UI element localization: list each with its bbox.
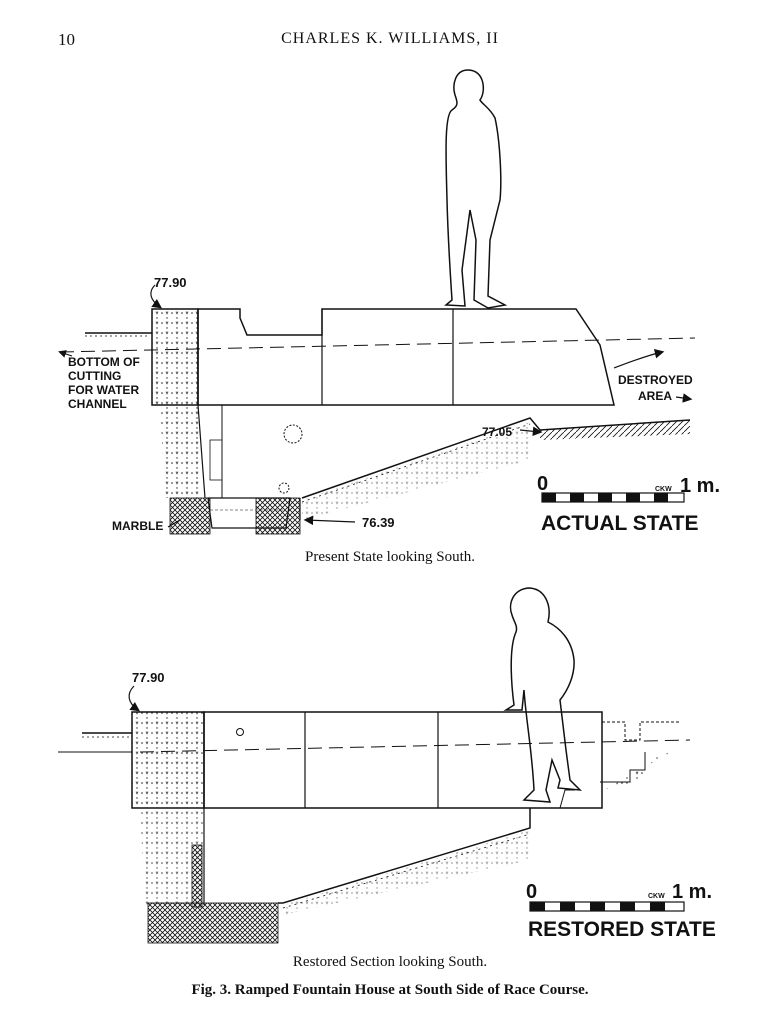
page-number: 10: [58, 30, 75, 49]
restored-section-drawing: [58, 587, 691, 944]
scale-initials-actual: CKW: [655, 486, 672, 493]
scale-initials-restored: CKW: [648, 893, 665, 900]
label-bottom-line-4: CHANNEL: [68, 397, 127, 411]
label-bottom-line-2: CUTTING: [68, 369, 121, 383]
scale-zero-restored: 0: [526, 881, 537, 903]
label-destroyed-line-1: DESTROYED: [618, 373, 693, 387]
scale-bar-actual: [541, 492, 685, 503]
scale-one-actual: 1 m.: [680, 475, 720, 497]
caption-present-state: Present State looking South.: [305, 549, 475, 565]
top-elevation-77-90: 77.90: [154, 275, 187, 290]
label-destroyed-line-2: AREA: [638, 389, 672, 403]
scale-title-restored: RESTORED STATE: [528, 918, 716, 941]
scale-one-restored: 1 m.: [672, 881, 712, 903]
running-title: CHARLES K. WILLIAMS, II: [281, 30, 499, 47]
top-elevation-77-05: 77.05: [482, 425, 512, 439]
scale-zero-actual: 0: [537, 473, 548, 495]
top-elevation-76-39: 76.39: [362, 515, 395, 530]
label-bottom-line-1: BOTTOM OF: [68, 355, 140, 369]
label-marble: MARBLE: [112, 519, 163, 533]
caption-restored-section: Restored Section looking South.: [292, 954, 488, 970]
scale-bar-restored: [529, 901, 685, 912]
bottom-elevation-77-90: 77.90: [132, 670, 165, 685]
scale-title-actual: ACTUAL STATE: [541, 512, 699, 535]
figure-caption: Fig. 3. Ramped Fountain House at South S…: [191, 982, 589, 998]
label-bottom-line-3: FOR WATER: [68, 383, 139, 397]
present-state-drawing: [58, 69, 696, 535]
